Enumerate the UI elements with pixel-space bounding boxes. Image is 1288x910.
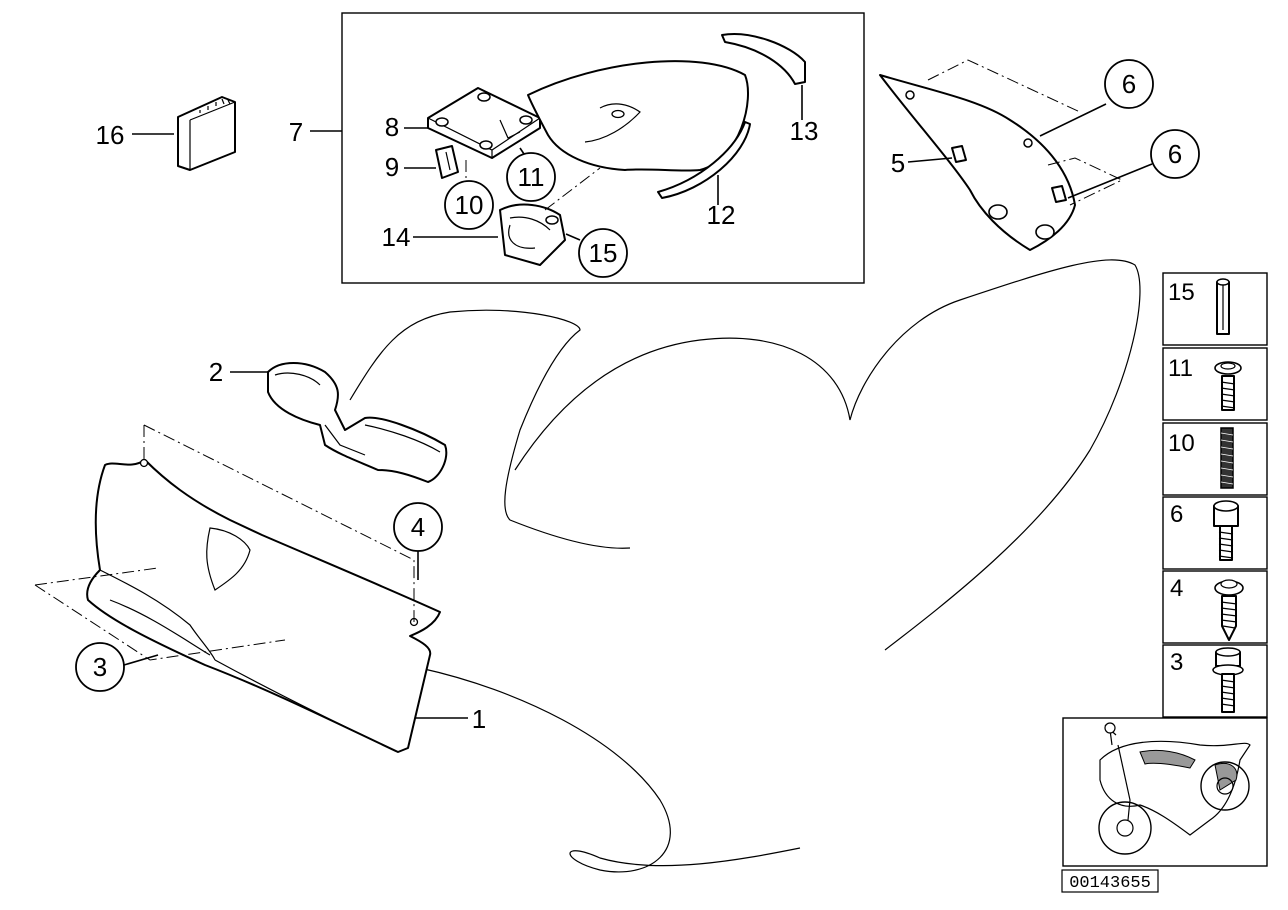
- callout-3: 3: [93, 652, 107, 682]
- reference-number-text: 00143655: [1069, 874, 1151, 893]
- legend-number-10: 10: [1168, 430, 1195, 457]
- callout-labels: 16 7 8 9 14 13 12 11 10 15 5 6 6 2 4 3 1: [93, 69, 1182, 734]
- assembly-dash-lines: [34, 59, 1124, 661]
- socket-head-bolt-icon: [1213, 500, 1239, 561]
- callout-1: 1: [472, 704, 486, 734]
- threaded-stud-icon: [1220, 427, 1234, 489]
- part-14-grip-pad[interactable]: [499, 203, 566, 266]
- legend-number-11: 11: [1168, 355, 1193, 382]
- legend-number-6: 6: [1170, 501, 1183, 528]
- callout-7: 7: [289, 117, 303, 147]
- part-13-trim-strip[interactable]: [721, 33, 806, 85]
- callout-9: 9: [385, 152, 399, 182]
- callout-2: 2: [209, 357, 223, 387]
- part-7-seat-cowl[interactable]: [527, 60, 749, 172]
- callout-6-lower: 6: [1168, 139, 1182, 169]
- tapping-screw-icon: [1214, 579, 1244, 641]
- callout-4: 4: [411, 512, 425, 542]
- part-1-lower-side-cover[interactable]: [86, 458, 441, 753]
- fastener-legend: 15 11 10 6 4 3: [1162, 272, 1268, 718]
- callout-15: 15: [589, 238, 618, 268]
- callout-12: 12: [707, 200, 736, 230]
- part-12-trim-strip[interactable]: [657, 121, 751, 199]
- legend-number-3: 3: [1170, 649, 1183, 676]
- callout-13: 13: [790, 116, 819, 146]
- callout-16: 16: [96, 120, 125, 150]
- roll-pin-icon: [1216, 278, 1230, 335]
- legend-number-4: 4: [1170, 575, 1183, 602]
- part-5-side-panel[interactable]: [879, 74, 1076, 251]
- callout-5: 5: [891, 148, 905, 178]
- callout-circles: [75, 59, 1200, 692]
- hex-bolt-with-washer-icon: [1212, 647, 1244, 713]
- callout-6-upper: 6: [1122, 69, 1136, 99]
- diagram-reference-number: 00143655: [1061, 869, 1159, 893]
- callout-14: 14: [382, 222, 411, 252]
- leader-lines: [123, 85, 1153, 719]
- callout-11: 11: [518, 162, 545, 192]
- part-9-clip-nut[interactable]: [435, 145, 459, 179]
- callout-8: 8: [385, 112, 399, 142]
- callout-10: 10: [455, 190, 484, 220]
- motorcycle-body-outline: [349, 259, 1141, 873]
- motorcycle-location-icon: [1062, 717, 1268, 867]
- legend-number-15: 15: [1168, 279, 1195, 306]
- part-8-mounting-plate[interactable]: [427, 87, 541, 159]
- part-2-grab-handle-cover[interactable]: [267, 362, 448, 483]
- part-16-manual-book[interactable]: [177, 96, 236, 171]
- screw-with-washer-icon: [1214, 361, 1242, 411]
- detail-box-seat-cowl: [341, 12, 865, 284]
